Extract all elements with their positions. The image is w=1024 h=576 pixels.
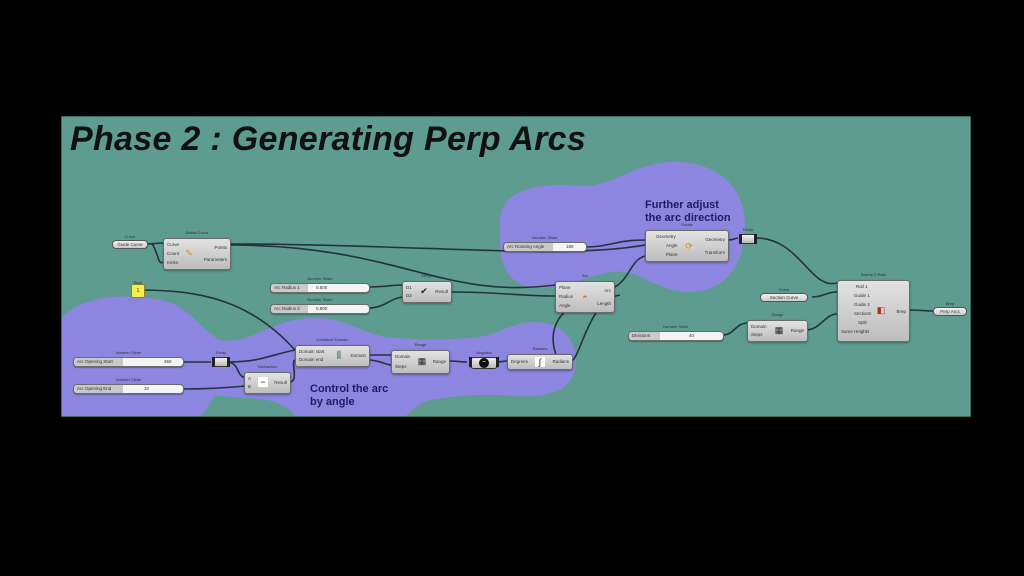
note-control-arc: Control the arc by angle — [310, 383, 389, 408]
arc-radius-2-slider[interactable]: Number Slider Arc Radius 2 0.800 — [270, 297, 370, 314]
page-title: Phase 2 : Generating Perp Arcs — [70, 120, 587, 158]
range-node-right[interactable]: Range Domain Steps ▦ Range — [747, 312, 808, 342]
sweep-icon: ◧ — [876, 305, 886, 315]
subtraction-icon: − — [258, 377, 268, 387]
negative-node[interactable]: Negative − — [469, 350, 499, 369]
arc-icon: ◓ — [582, 292, 588, 302]
guide-curve-param[interactable]: Curve Guide Curve — [112, 234, 148, 249]
range-node-left[interactable]: Range Domain Steps ▦ Range — [391, 342, 450, 374]
relay-top[interactable]: Relay — [739, 227, 757, 244]
arc-rotating-angle-slider[interactable]: Number Slider Arc Rotating Angle 180 — [503, 235, 587, 252]
range-icon: ▦ — [417, 356, 427, 366]
merge-node[interactable]: Merge D1 D2 ✔ Result — [402, 273, 452, 303]
rotate-node[interactable]: Rotate Geometry Angle Plane ⟳ Geometry T… — [645, 222, 729, 262]
divisions-slider[interactable]: Number Slider Divisions 40 — [628, 324, 724, 341]
radians-icon: ∫ — [535, 357, 545, 367]
note-further-adjust: Further adjust the arc direction — [645, 199, 731, 224]
arc-node[interactable]: Arc Plane Radius Angle ◓ Arc Length — [555, 273, 615, 313]
divide-curve-node[interactable]: Divide Curve Curve Count Kinks ✎ Points … — [163, 230, 231, 270]
rotate-icon: ⟳ — [685, 241, 693, 251]
divide-icon: ✎ — [185, 248, 193, 258]
negative-icon: − — [479, 358, 489, 368]
arc-radius-1-slider[interactable]: Number Slider Arc Radius 1 0.500 — [270, 276, 370, 293]
domain-icon: ⫼ — [336, 350, 342, 360]
section-curve-param[interactable]: Curve Section Curve — [760, 287, 808, 302]
relay-left[interactable]: Relay — [212, 350, 230, 367]
subtraction-node[interactable]: Subtraction A B − Result — [244, 364, 291, 394]
boolean-toggle[interactable]: Bool 1 — [131, 280, 145, 298]
range-icon: ▦ — [774, 325, 784, 335]
sweep-node[interactable]: Sweep 2 Rails Rail 1 Guide 1 Guide 2 Sec… — [837, 272, 910, 342]
output-brep-param[interactable]: Brep Perp Arcs — [933, 301, 967, 316]
construct-domain-node[interactable]: Construct Domain Domain start Domain end… — [295, 337, 370, 367]
arc-opening-start-slider[interactable]: Number Slider Arc Opening Start 360 — [73, 350, 184, 367]
merge-icon: ✔ — [420, 286, 428, 296]
arc-opening-end-slider[interactable]: Number Slider Arc Opening End 10 — [73, 377, 184, 394]
radians-node[interactable]: Radians Degrees ∫ Radians — [507, 346, 573, 370]
